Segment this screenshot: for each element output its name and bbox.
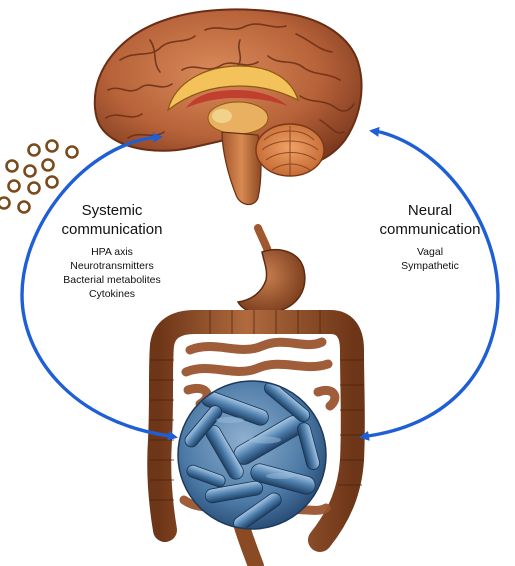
systemic-arrow — [20, 132, 178, 441]
systemic-item: HPA axis — [91, 246, 133, 258]
systemic-item: Cytokines — [88, 288, 136, 300]
systemic-title-line1: Systemic — [81, 202, 143, 219]
neural-item: Vagal — [416, 246, 444, 258]
particle-circles — [0, 139, 79, 214]
brain-illustration — [93, 8, 363, 205]
systemic-label: Systemic communication HPA axis Neurotra… — [32, 201, 192, 301]
neural-title-line2: communication — [379, 221, 481, 238]
systemic-item: Bacterial metabolites — [63, 274, 161, 286]
neural-label: Neural communication Vagal Sympathetic — [362, 201, 498, 273]
neural-arrow — [359, 126, 500, 441]
neural-item: Sympathetic — [401, 260, 459, 272]
systemic-item: Neurotransmitters — [70, 260, 154, 272]
bacteria-illustration — [177, 380, 327, 530]
systemic-title-line2: communication — [61, 221, 163, 238]
neural-title-line1: Neural — [407, 202, 453, 219]
